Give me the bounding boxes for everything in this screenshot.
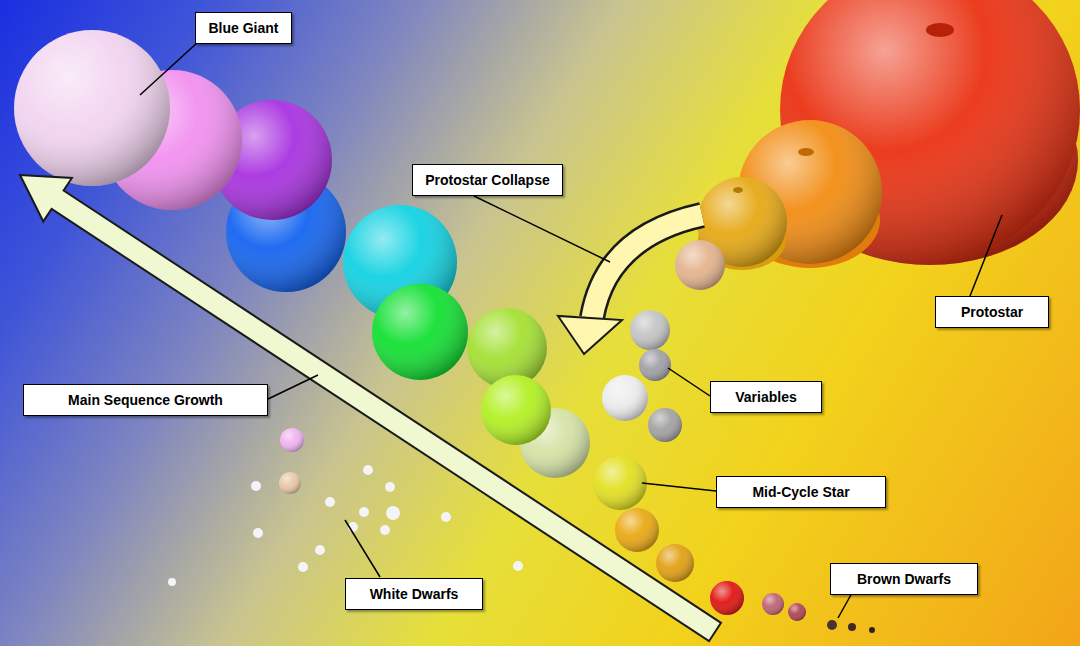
callout-box: Main Sequence Growth (23, 384, 268, 416)
callout-box: Blue Giant (195, 12, 292, 44)
protostar-spheres (675, 0, 1080, 290)
callout-box: White Dwarfs (345, 578, 483, 610)
callout-label: Protostar (961, 304, 1023, 320)
collapse-arrow (558, 215, 702, 354)
callout-label: Brown Dwarfs (857, 571, 951, 587)
main-sequence-spheres (14, 30, 590, 478)
callout-box: Brown Dwarfs (830, 563, 978, 595)
callout-box: Variables (710, 381, 822, 413)
growth-arrow (20, 175, 721, 641)
callout-label: White Dwarfs (370, 586, 459, 602)
callout-box: Protostar (935, 296, 1049, 328)
callout-label: Variables (735, 389, 797, 405)
leader-lines (140, 42, 1002, 618)
callout-label: Protostar Collapse (425, 172, 549, 188)
white-dwarfs (168, 428, 523, 586)
callout-box: Mid-Cycle Star (716, 476, 886, 508)
callout-label: Main Sequence Growth (68, 392, 223, 408)
callout-label: Blue Giant (208, 20, 278, 36)
callout-box: Protostar Collapse (412, 164, 563, 196)
variable-stars (602, 310, 682, 442)
callout-label: Mid-Cycle Star (752, 484, 849, 500)
